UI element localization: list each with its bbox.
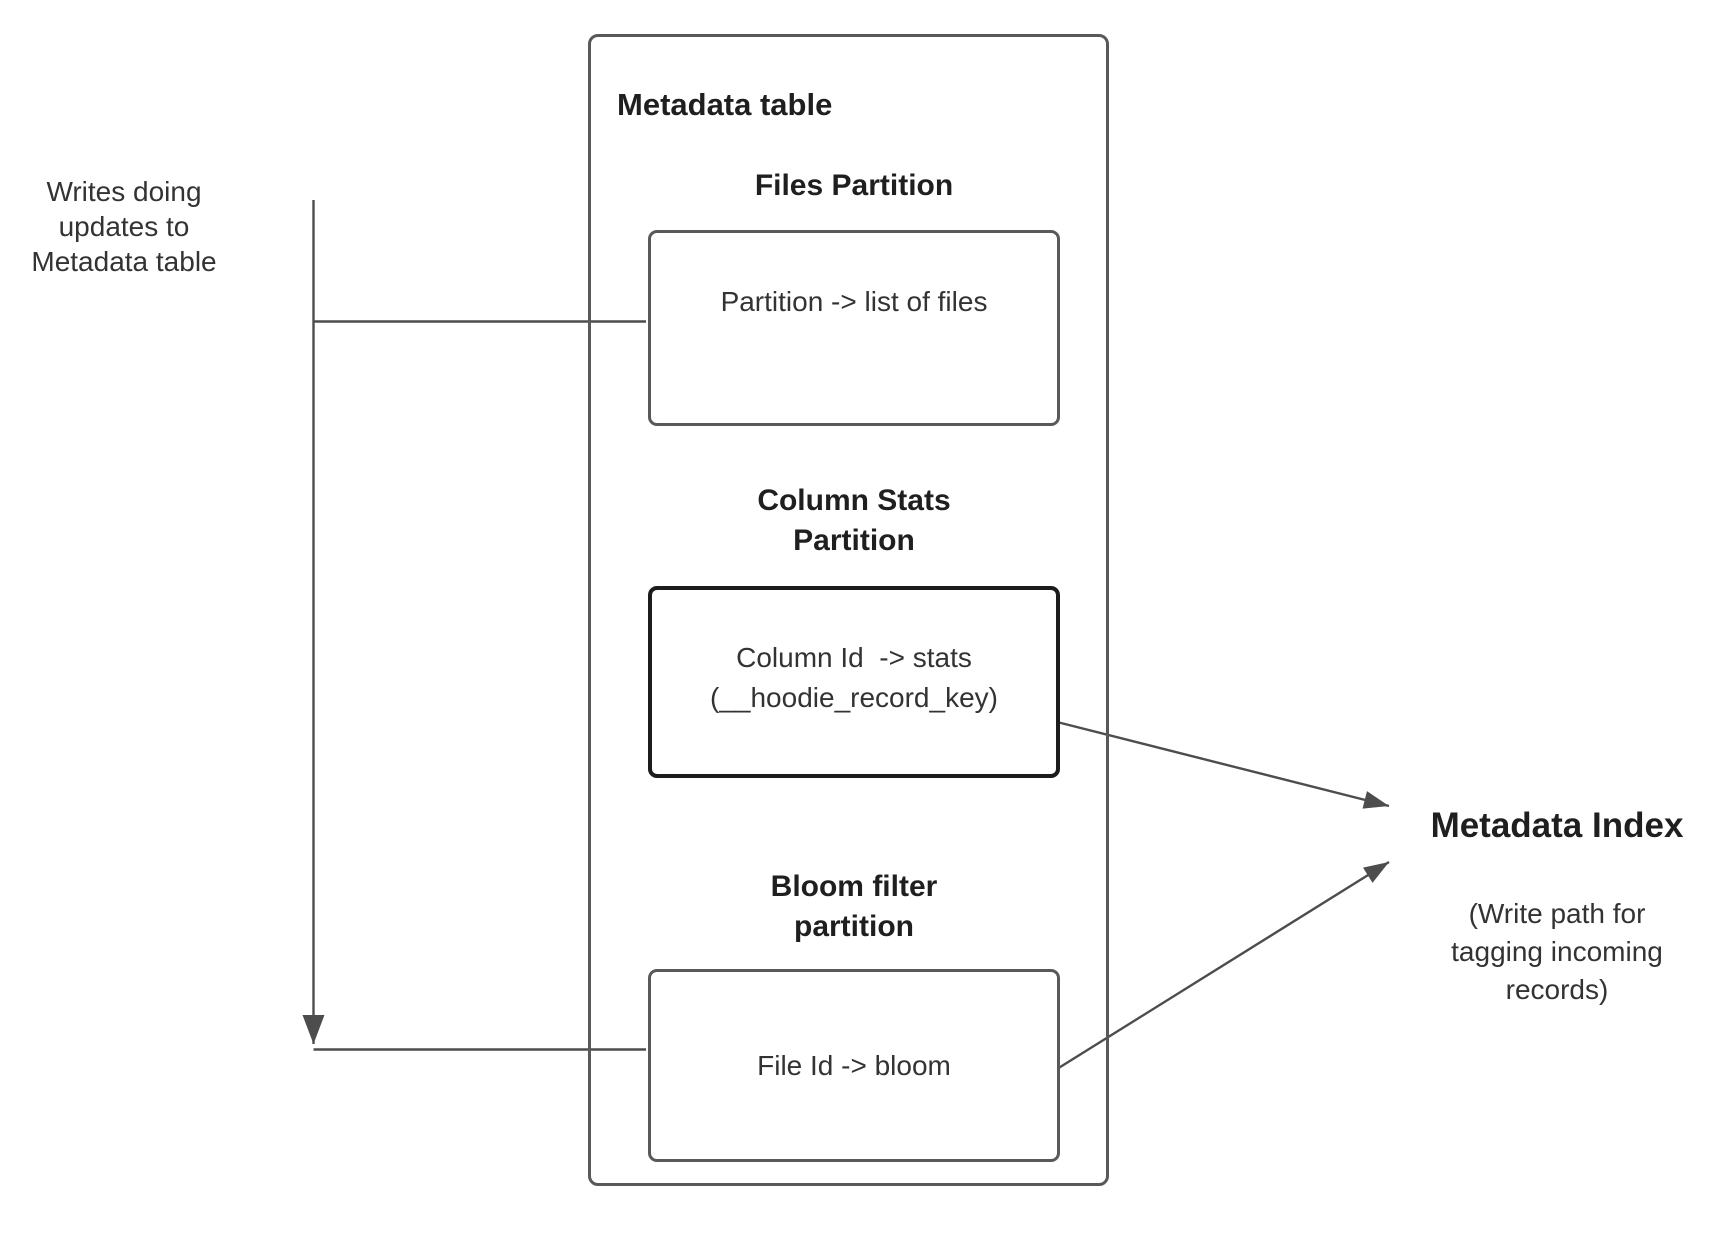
metadata-index-title: Metadata Index	[1430, 806, 1684, 845]
files-partition-heading: Files Partition	[754, 169, 954, 202]
metadata-table-title: Metadata table	[617, 87, 833, 122]
column-stats-partition-box: Column Id -> stats (__hoodie_record_key)	[648, 586, 1060, 778]
files-partition-box: Partition -> list of files	[648, 230, 1060, 426]
bloom-filter-partition-box: File Id -> bloom	[648, 969, 1060, 1162]
bloom-filter-partition-heading: Bloom filter partition	[770, 870, 938, 943]
writes-updates-note: Writes doing updates to Metadata table	[31, 176, 217, 277]
metadata-index-subtitle: (Write path for tagging incoming records…	[1451, 898, 1663, 1005]
column-stats-partition-heading: Column Stats Partition	[757, 484, 951, 557]
bloom-filter-partition-box-text: File Id -> bloom	[757, 1049, 951, 1081]
column-stats-partition-box-text: Column Id -> stats (__hoodie_record_key)	[710, 642, 998, 713]
files-partition-box-text: Partition -> list of files	[720, 286, 988, 317]
metadata-table-box: Metadata table Files Partition Partition…	[588, 34, 1109, 1186]
